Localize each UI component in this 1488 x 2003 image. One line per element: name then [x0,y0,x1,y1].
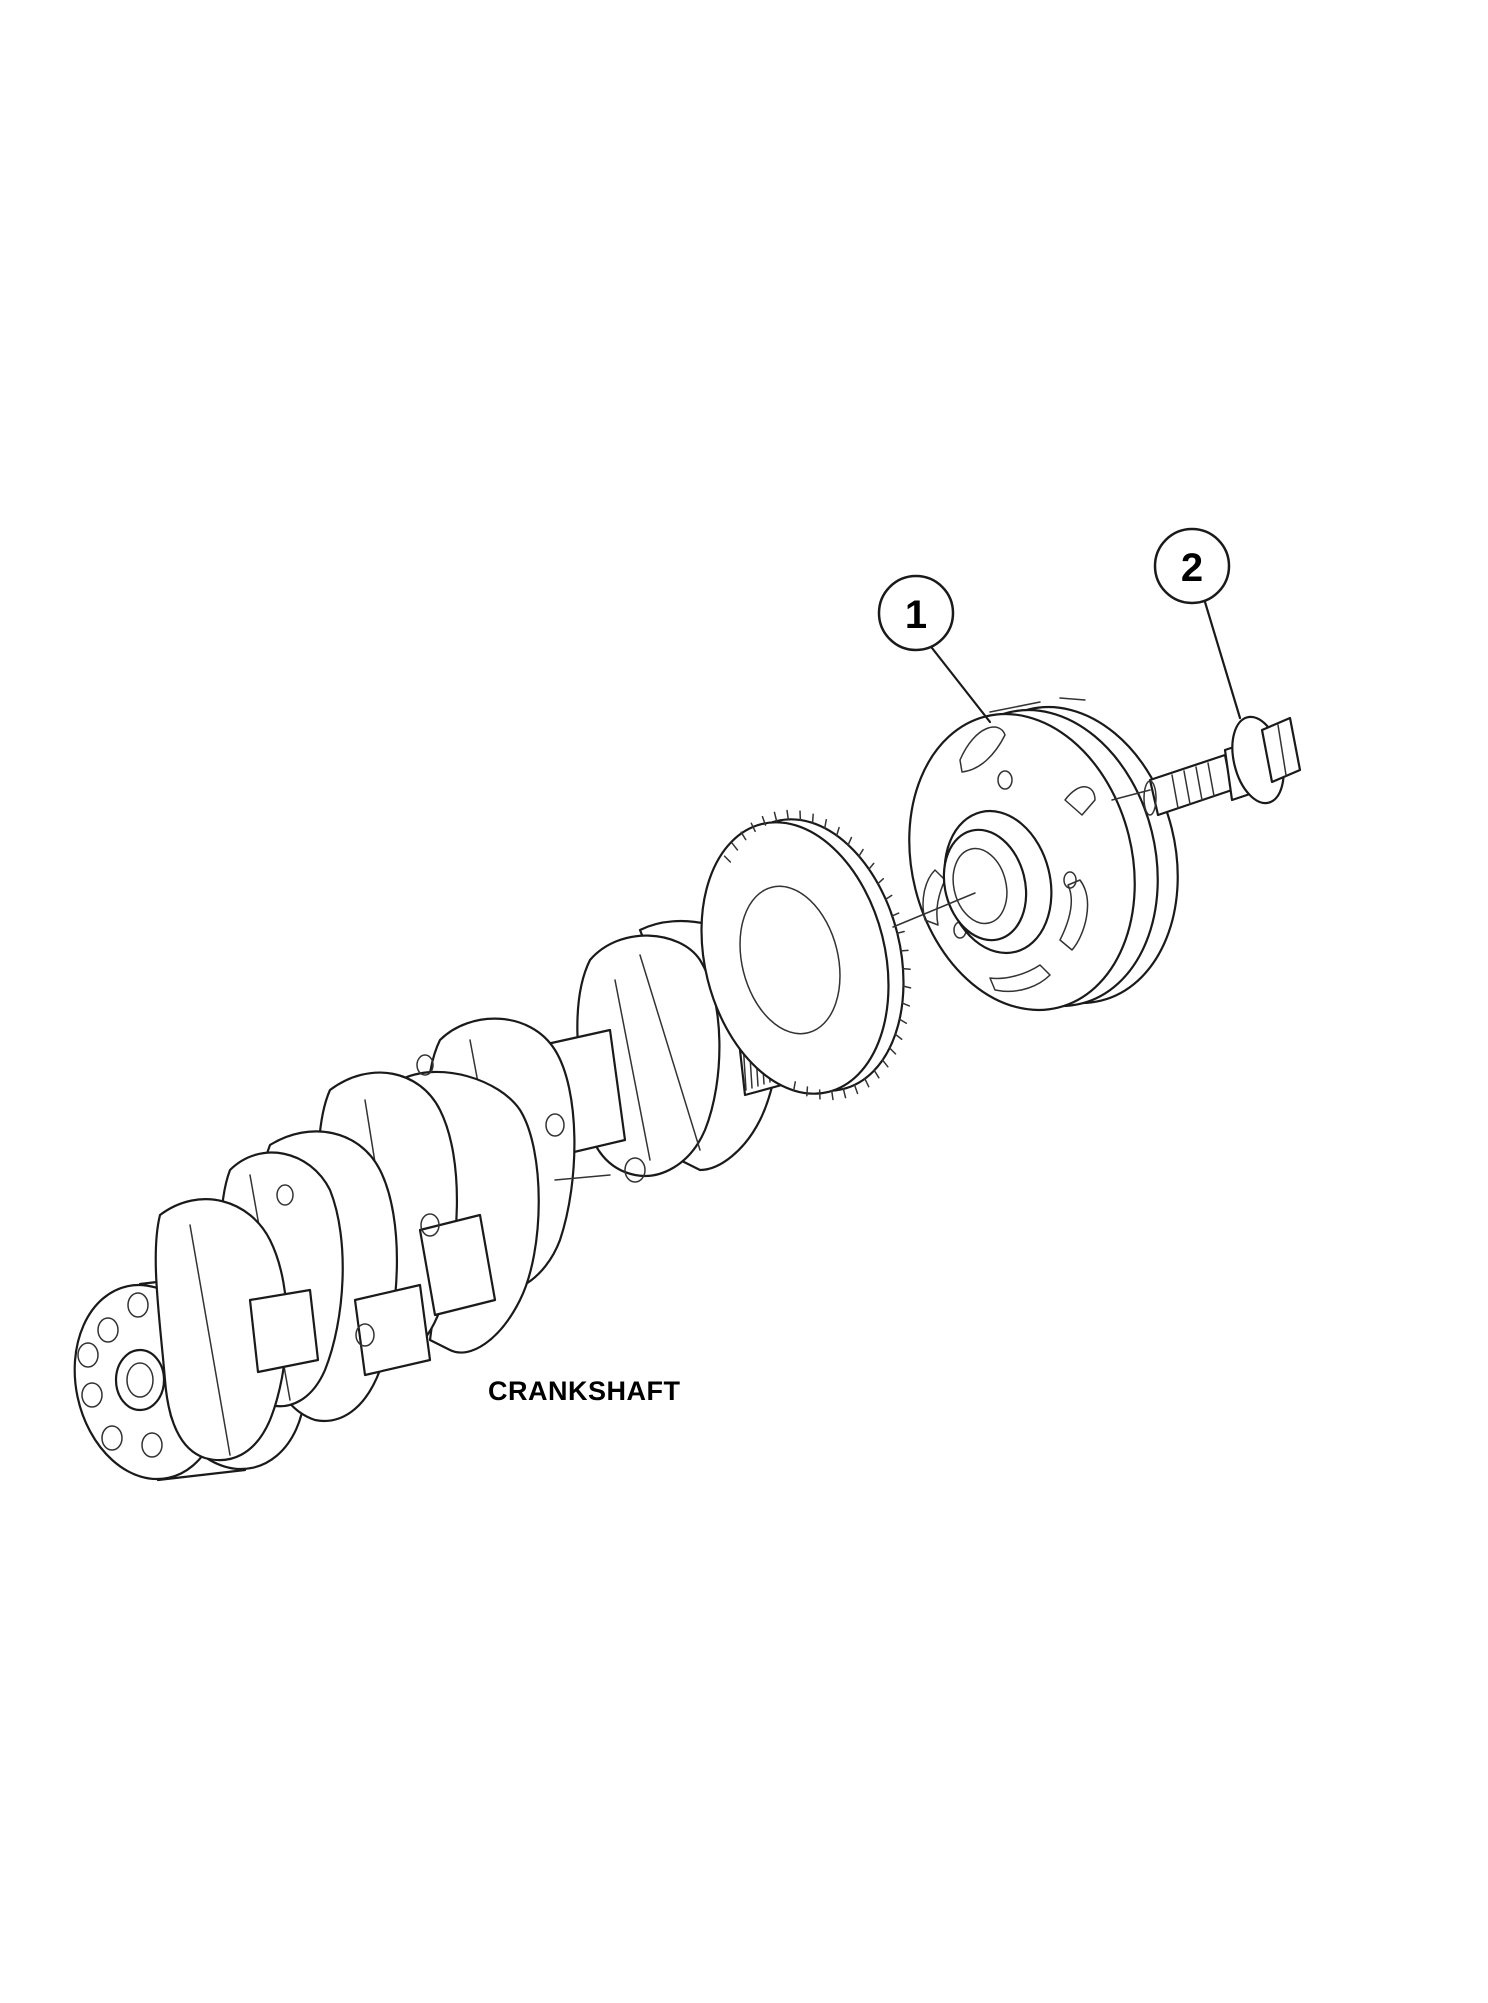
callout-2-leader [1203,600,1242,720]
reluctor-tooth [888,1047,897,1055]
reluctor-tooth [750,822,756,833]
reluctor-tooth [900,949,909,952]
reluctor-tooth [811,813,814,824]
crankshaft-drawing [73,809,912,1482]
reluctor-tooth [894,1033,903,1041]
reluctor-tooth [902,985,912,989]
reluctor-tooth [740,831,747,841]
reluctor-tooth [786,809,790,821]
reluctor-tooth [858,848,864,857]
reluctor-tooth [835,826,840,837]
crankshaft-pulley [908,697,1179,1012]
reluctor-tooth [902,967,911,970]
callout-2-number: 2 [1181,546,1203,590]
reluctor-tooth [881,1059,889,1068]
reluctor-tooth [864,1077,870,1088]
pulley-bolt [1143,715,1302,817]
reluctor-tooth [842,1088,847,1099]
assembly-axis-line [892,892,976,928]
reluctor-tooth [830,1089,834,1101]
reluctor-tooth [824,818,828,829]
reluctor-tooth [723,855,732,863]
crankshaft-label: CRANKSHAFT [488,1376,680,1406]
reluctor-tooth [891,912,900,917]
callout-2: 2 [1153,527,1242,720]
reluctor-tooth [806,1086,809,1097]
reluctor-tooth [901,1002,911,1007]
reluctor-tooth [847,836,853,846]
callout-1: 1 [877,574,992,724]
reluctor-tooth [868,862,875,870]
reluctor-wheel [700,809,912,1101]
reluctor-tooth [898,1018,908,1024]
reluctor-tooth [896,930,905,934]
reluctor-tooth [884,894,893,901]
crankshaft-webs [154,919,781,1462]
assembly-axis-line-bolt [1111,789,1151,801]
reluctor-tooth [773,811,778,822]
callout-1-number: 1 [905,593,927,637]
callout-1-leader [930,646,992,724]
reluctor-tooth [873,1069,880,1079]
reluctor-tooth [853,1084,859,1095]
reluctor-tooth [792,1081,796,1092]
reluctor-tooth [761,815,767,826]
reluctor-tooth [877,877,885,885]
reluctor-tooth [731,842,739,851]
